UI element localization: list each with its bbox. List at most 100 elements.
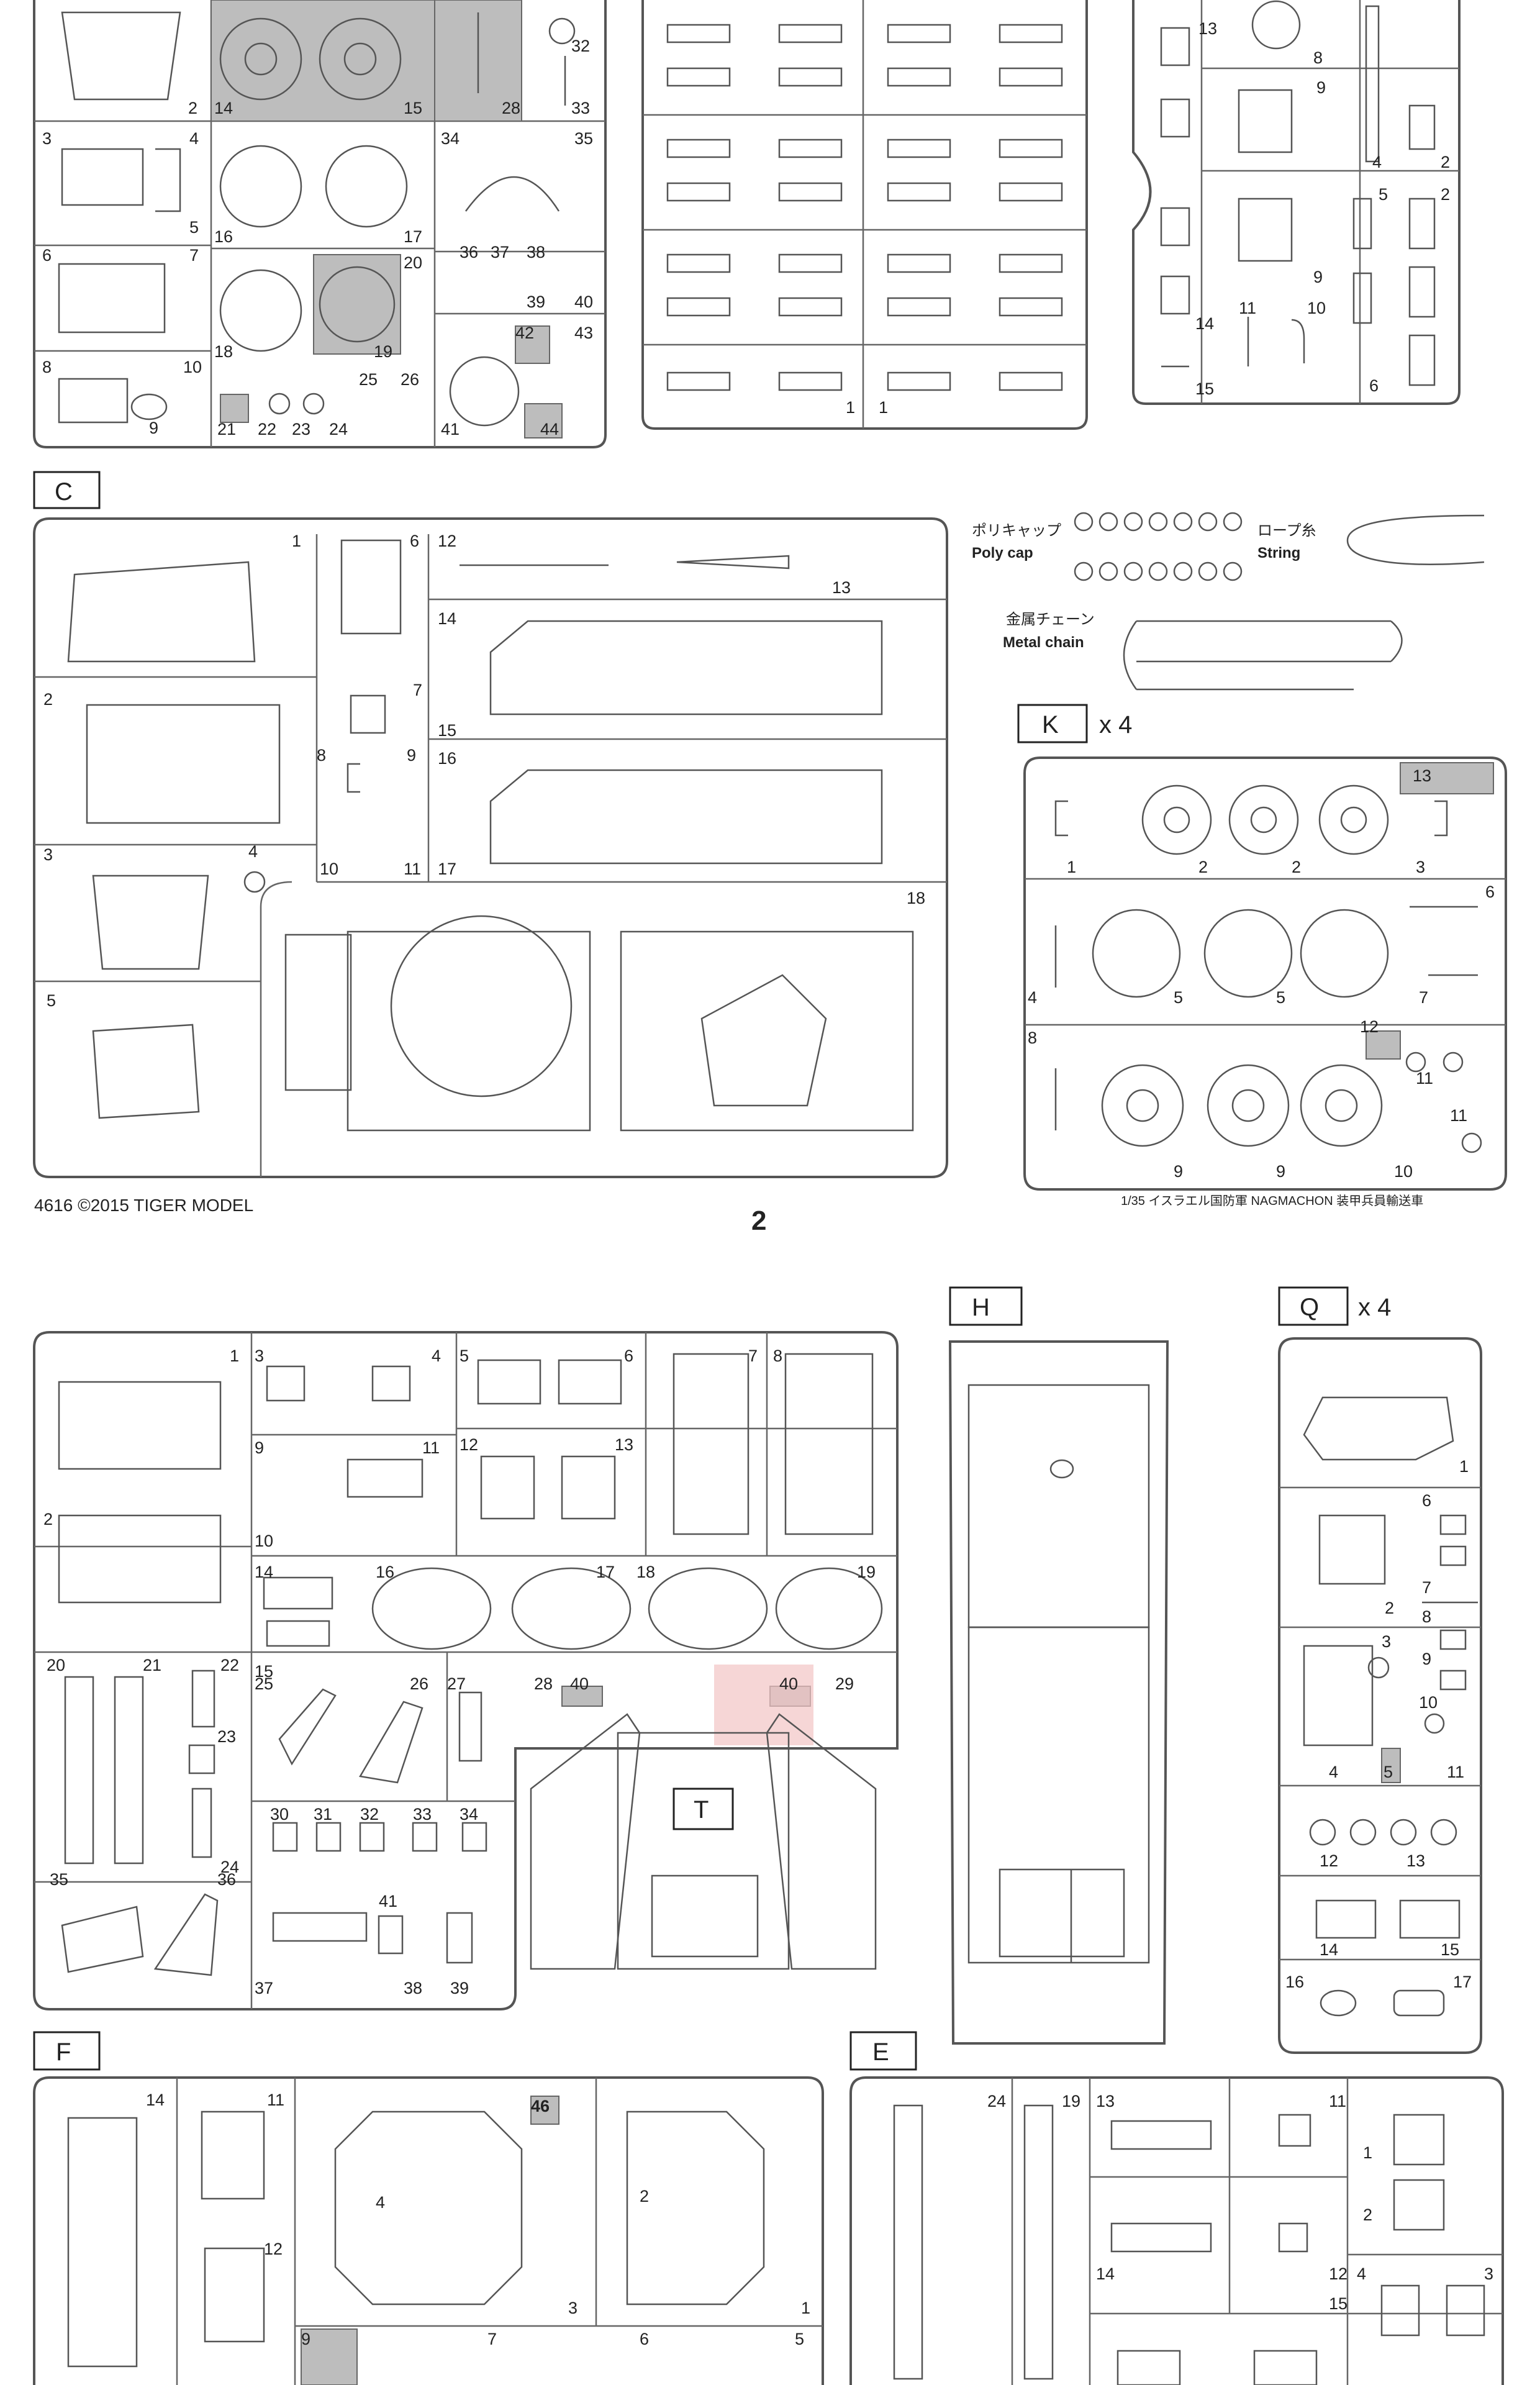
part-number: 18 [907, 889, 925, 907]
part-number: 2 [188, 99, 197, 117]
part-number: 17 [1453, 1973, 1472, 1991]
part-number: 15 [438, 721, 456, 740]
part-number: 15 [1441, 1940, 1459, 1959]
part-number: 7 [748, 1347, 758, 1365]
sprue-k: K x 4 13 1 2 2 3 6 4 5 5 [1017, 704, 1507, 1191]
string-jp-label: ロープ糸 [1257, 522, 1316, 539]
part-number: 1 [879, 398, 888, 417]
part-number: 23 [292, 420, 310, 438]
part-number: 24 [329, 420, 348, 438]
part-number: 37 [255, 1979, 273, 1997]
part-number: 24 [220, 1858, 239, 1876]
part-number: 1 [1459, 1457, 1469, 1476]
part-number: 2 [43, 1510, 53, 1529]
sprue-tag-e-label: E [872, 2038, 889, 2066]
chain-jp-label: 金属チェーン [1006, 611, 1095, 628]
sprue-tag-q-label: Q [1300, 1294, 1319, 1321]
part-number: 11 [422, 1438, 440, 1457]
part-number: 44 [540, 420, 559, 438]
part-number: 39 [450, 1979, 469, 1997]
part-number: 15 [1329, 2294, 1348, 2313]
part-number: 6 [1369, 376, 1379, 395]
part-number: 11 [1239, 299, 1256, 317]
part-number: 2 [640, 2187, 649, 2206]
part-number: 5 [1379, 185, 1388, 204]
part-number: 33 [413, 1805, 432, 1824]
part-number: 9 [301, 2330, 310, 2348]
sprue-q-quantity: x 4 [1358, 1294, 1391, 1321]
part-number: 12 [460, 1435, 478, 1454]
part-number: 7 [189, 246, 199, 265]
sprue-top-left-numbers: 2 14 15 28 32 33 3 4 5 6 7 8 10 9 16 17 … [42, 37, 593, 438]
part-number: 3 [42, 129, 52, 148]
part-number: 10 [255, 1532, 273, 1550]
part-number: 15 [404, 99, 422, 117]
part-number: 22 [220, 1656, 239, 1674]
part-number: 1 [801, 2299, 810, 2317]
part-number: 39 [527, 293, 545, 311]
part-number: 10 [1394, 1162, 1413, 1181]
part-number: 29 [835, 1674, 854, 1693]
part-number: 10 [183, 358, 202, 376]
sprue-top-left: 2 14 15 28 32 33 3 4 5 6 7 8 10 9 16 17 … [33, 0, 607, 448]
part-number: 13 [1096, 2092, 1115, 2110]
sprue-tag-c [33, 471, 101, 509]
part-number: 1 [230, 1347, 239, 1365]
part-number: 21 [143, 1656, 161, 1674]
part-number: 38 [527, 243, 545, 261]
part-number: 12 [1320, 1851, 1338, 1870]
part-number: 14 [1096, 2265, 1115, 2283]
part-number: 4 [1357, 2265, 1366, 2283]
part-number: 4 [376, 2193, 385, 2212]
part-number: 25 [255, 1674, 273, 1693]
part-number: 13 [1413, 766, 1431, 785]
part-number: 9 [1174, 1162, 1183, 1181]
part-number: 34 [460, 1805, 478, 1824]
sprue-tag-f [33, 2031, 101, 2071]
part-number: 6 [624, 1347, 633, 1365]
part-number: 6 [410, 532, 419, 550]
part-number: 43 [574, 324, 593, 342]
part-number: 23 [217, 1727, 236, 1746]
accessories: ポリキャップ Poly cap ロープ糸 String 金属チェーン Metal… [972, 512, 1485, 691]
sprue-tag-t [673, 1788, 734, 1830]
part-number: 6 [640, 2330, 649, 2348]
part-number: 34 [441, 129, 460, 148]
part-number: 36 [217, 1870, 236, 1889]
part-number: 7 [1419, 988, 1428, 1007]
part-number: 7 [413, 681, 422, 699]
chain-icon [1123, 620, 1403, 691]
part-number: 19 [857, 1563, 876, 1581]
part-number: 2 [1363, 2206, 1372, 2224]
part-number: 12 [1329, 2265, 1348, 2283]
sprue-tag-h [949, 1286, 1023, 1326]
part-number: 9 [255, 1438, 264, 1457]
part-number: 17 [438, 860, 456, 878]
part-number: 37 [491, 243, 509, 261]
part-number: 3 [255, 1347, 264, 1365]
part-number: 35 [50, 1870, 68, 1889]
part-number: 3 [1382, 1632, 1391, 1651]
part-number: 14 [1195, 314, 1214, 333]
part-number: 4 [1329, 1763, 1338, 1781]
part-number: 2 [1198, 858, 1208, 876]
part-number: 5 [1276, 988, 1285, 1007]
part-number: 9 [1422, 1650, 1431, 1668]
part-number: 7 [1422, 1578, 1431, 1597]
part-number: 3 [568, 2299, 578, 2317]
part-number: 15 [1195, 379, 1214, 398]
part-number: 22 [258, 420, 276, 438]
part-number: 16 [438, 749, 456, 768]
part-number: 1 [1363, 2143, 1372, 2162]
part-number: 9 [1276, 1162, 1285, 1181]
part-number: 5 [1384, 1763, 1393, 1781]
part-number: 6 [1422, 1491, 1431, 1510]
part-number: 14 [146, 2091, 165, 2109]
part-number: 11 [267, 2091, 284, 2109]
part-number: 20 [47, 1656, 65, 1674]
part-number: 1 [1067, 858, 1076, 876]
part-number: 28 [502, 99, 520, 117]
part-number: 6 [1485, 883, 1495, 901]
sprue-t: T 1 3 4 5 6 7 8 9 11 12 13 10 2 14 16 17… [33, 1331, 899, 2010]
part-number: 13 [1198, 19, 1217, 38]
